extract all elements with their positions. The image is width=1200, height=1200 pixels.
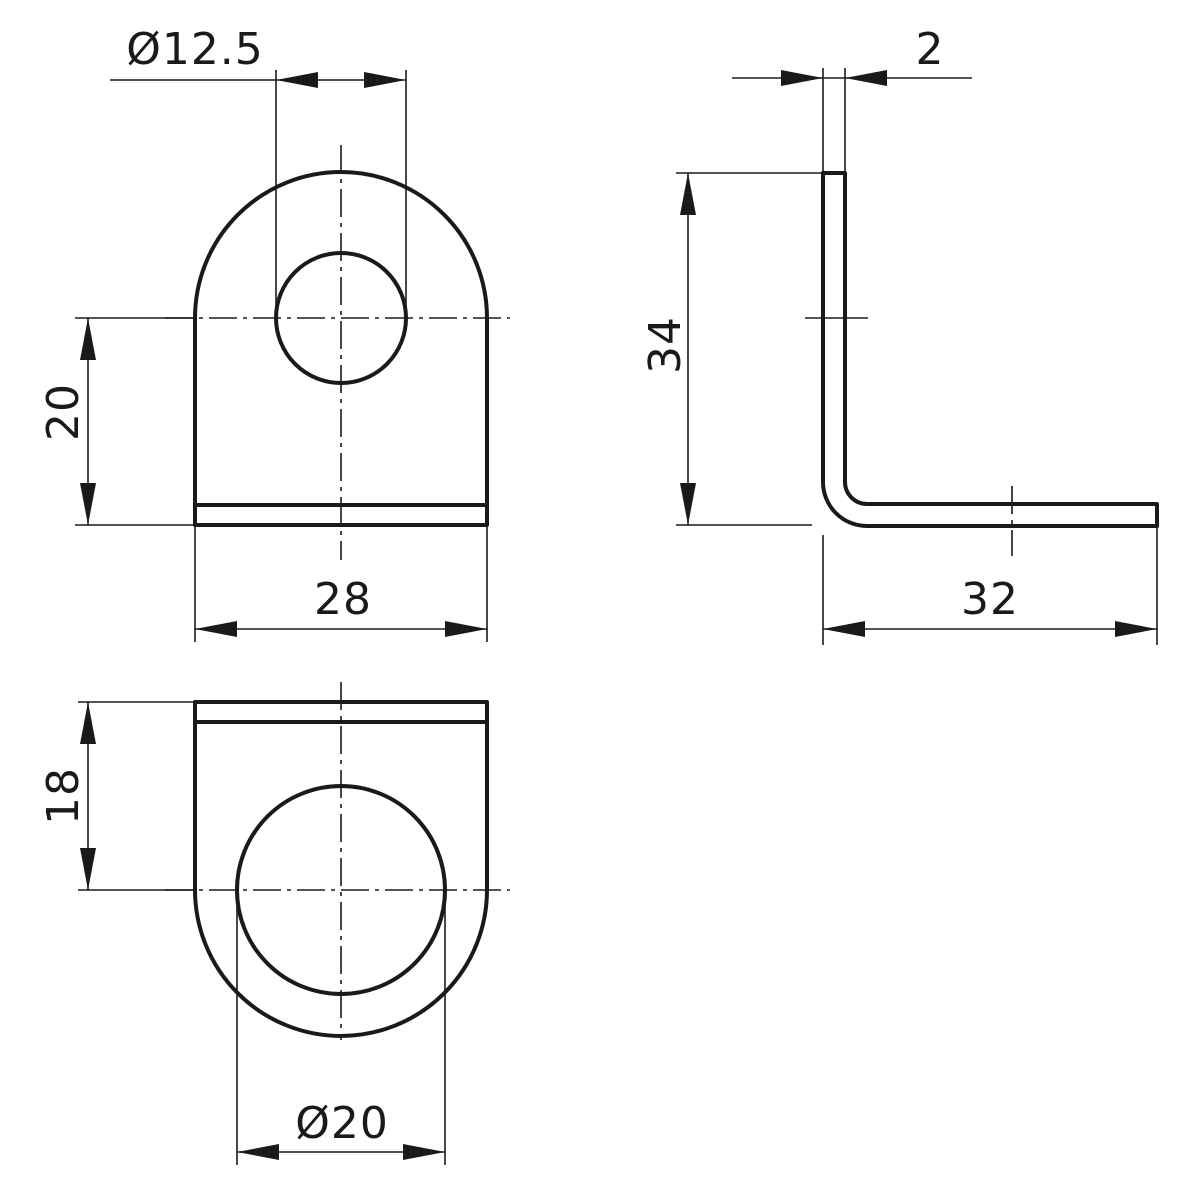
side-view: 2 34 32 — [640, 24, 1159, 645]
dim-total-height-arrow-top — [680, 173, 696, 215]
dim-leg-length-label: 32 — [961, 574, 1019, 625]
dim-lower-height-arrow-top — [80, 318, 96, 360]
dim-depth-arrow-bottom — [80, 848, 96, 890]
dim-thickness-arrow-left — [781, 70, 823, 86]
dim-hole-large-arrow-right — [403, 1144, 445, 1160]
dim-total-height-arrow-bottom — [680, 483, 696, 525]
dim-hole-small-label: Ø12.5 — [126, 24, 264, 75]
dim-leg-length-arrow-left — [823, 621, 865, 637]
dim-hole-large-label: Ø20 — [295, 1098, 389, 1149]
top-view-outline — [193, 700, 489, 1038]
dim-thickness-label: 2 — [916, 24, 945, 75]
dim-lower-height-arrow-bottom — [80, 483, 96, 525]
dim-depth-arrow-top — [80, 702, 96, 744]
dim-width-arrow-right — [445, 621, 487, 637]
dim-hole-small-arrow-left — [276, 72, 318, 88]
dim-hole-small-arrow-right — [364, 72, 406, 88]
dim-width-label: 28 — [314, 574, 372, 625]
dim-leg-length-arrow-right — [1115, 621, 1157, 637]
side-view-profile — [821, 171, 1159, 528]
top-view: 18 Ø20 — [38, 682, 510, 1165]
dim-lower-height-label: 20 — [38, 383, 89, 441]
front-view: Ø12.5 20 28 — [38, 24, 510, 642]
dim-depth-label: 18 — [38, 767, 89, 825]
dim-width-arrow-left — [195, 621, 237, 637]
dim-hole-large-arrow-left — [237, 1144, 279, 1160]
dim-thickness-arrow-right — [845, 70, 887, 86]
front-view-outline — [193, 170, 489, 527]
dim-total-height-label: 34 — [640, 316, 691, 374]
